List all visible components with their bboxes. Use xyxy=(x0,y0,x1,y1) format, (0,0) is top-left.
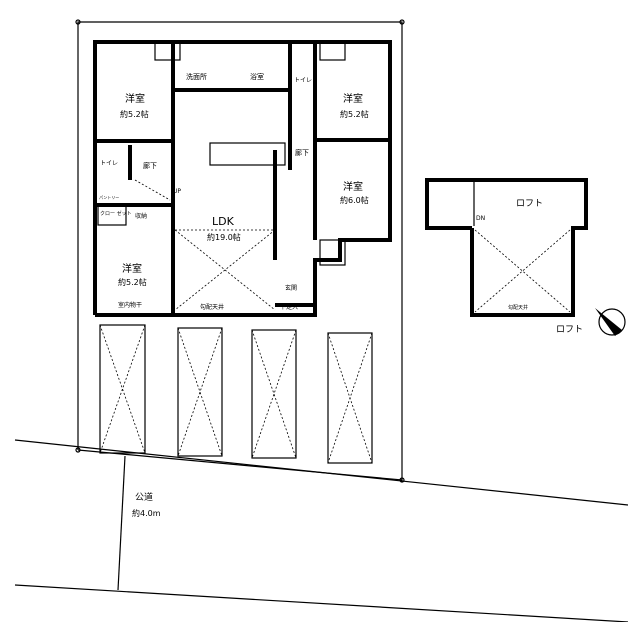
loft-label: ロフト xyxy=(516,199,543,209)
parking-spaces xyxy=(99,324,373,464)
house-walls xyxy=(93,40,392,317)
room-western-ne: 洋室 xyxy=(343,92,363,105)
room-size: 約5.2帖 xyxy=(120,109,149,119)
loft-ceiling: 勾配天井 xyxy=(508,304,528,311)
room-size: 約6.0帖 xyxy=(340,195,369,205)
room-hall: 廊下 xyxy=(143,161,157,170)
room-western-e: 洋室 xyxy=(343,180,363,193)
closet: クロー ゼット xyxy=(100,210,132,217)
room-entrance: 玄関 xyxy=(285,284,297,292)
room-storage: 収納 xyxy=(135,212,147,220)
room-size: 約5.2帖 xyxy=(118,277,147,287)
room-shoe: 下足入 xyxy=(280,304,298,311)
loft-caption: ロフト xyxy=(556,325,583,335)
pantry: パントリー xyxy=(99,195,119,200)
room-note: 勾配天井 xyxy=(200,303,224,311)
room-hall: 廊下 xyxy=(295,148,309,157)
room-note: 室内物干 xyxy=(118,301,142,309)
loft-plan: ロフト DN 勾配天井 ロフト xyxy=(425,178,588,335)
road-label: 公道 xyxy=(135,491,153,503)
room-western-nw: 洋室 xyxy=(125,92,145,105)
north-compass-icon xyxy=(595,308,626,336)
room-washroom: 洗面所 xyxy=(186,72,207,81)
room-size: 約5.2帖 xyxy=(340,109,369,119)
room-western-sw: 洋室 xyxy=(122,262,142,275)
room-ldk: LDK xyxy=(212,215,235,228)
loft-dn: DN xyxy=(476,215,485,222)
road-width: 約4.0m xyxy=(132,508,161,518)
room-bath: 浴室 xyxy=(250,72,264,81)
room-toilet: トイレ xyxy=(100,160,118,167)
room-size: 約19.0帖 xyxy=(207,232,241,242)
road: 公道 約4.0m xyxy=(14,439,628,622)
room-toilet: トイレ xyxy=(294,77,312,84)
stair-up: UP xyxy=(173,188,181,195)
